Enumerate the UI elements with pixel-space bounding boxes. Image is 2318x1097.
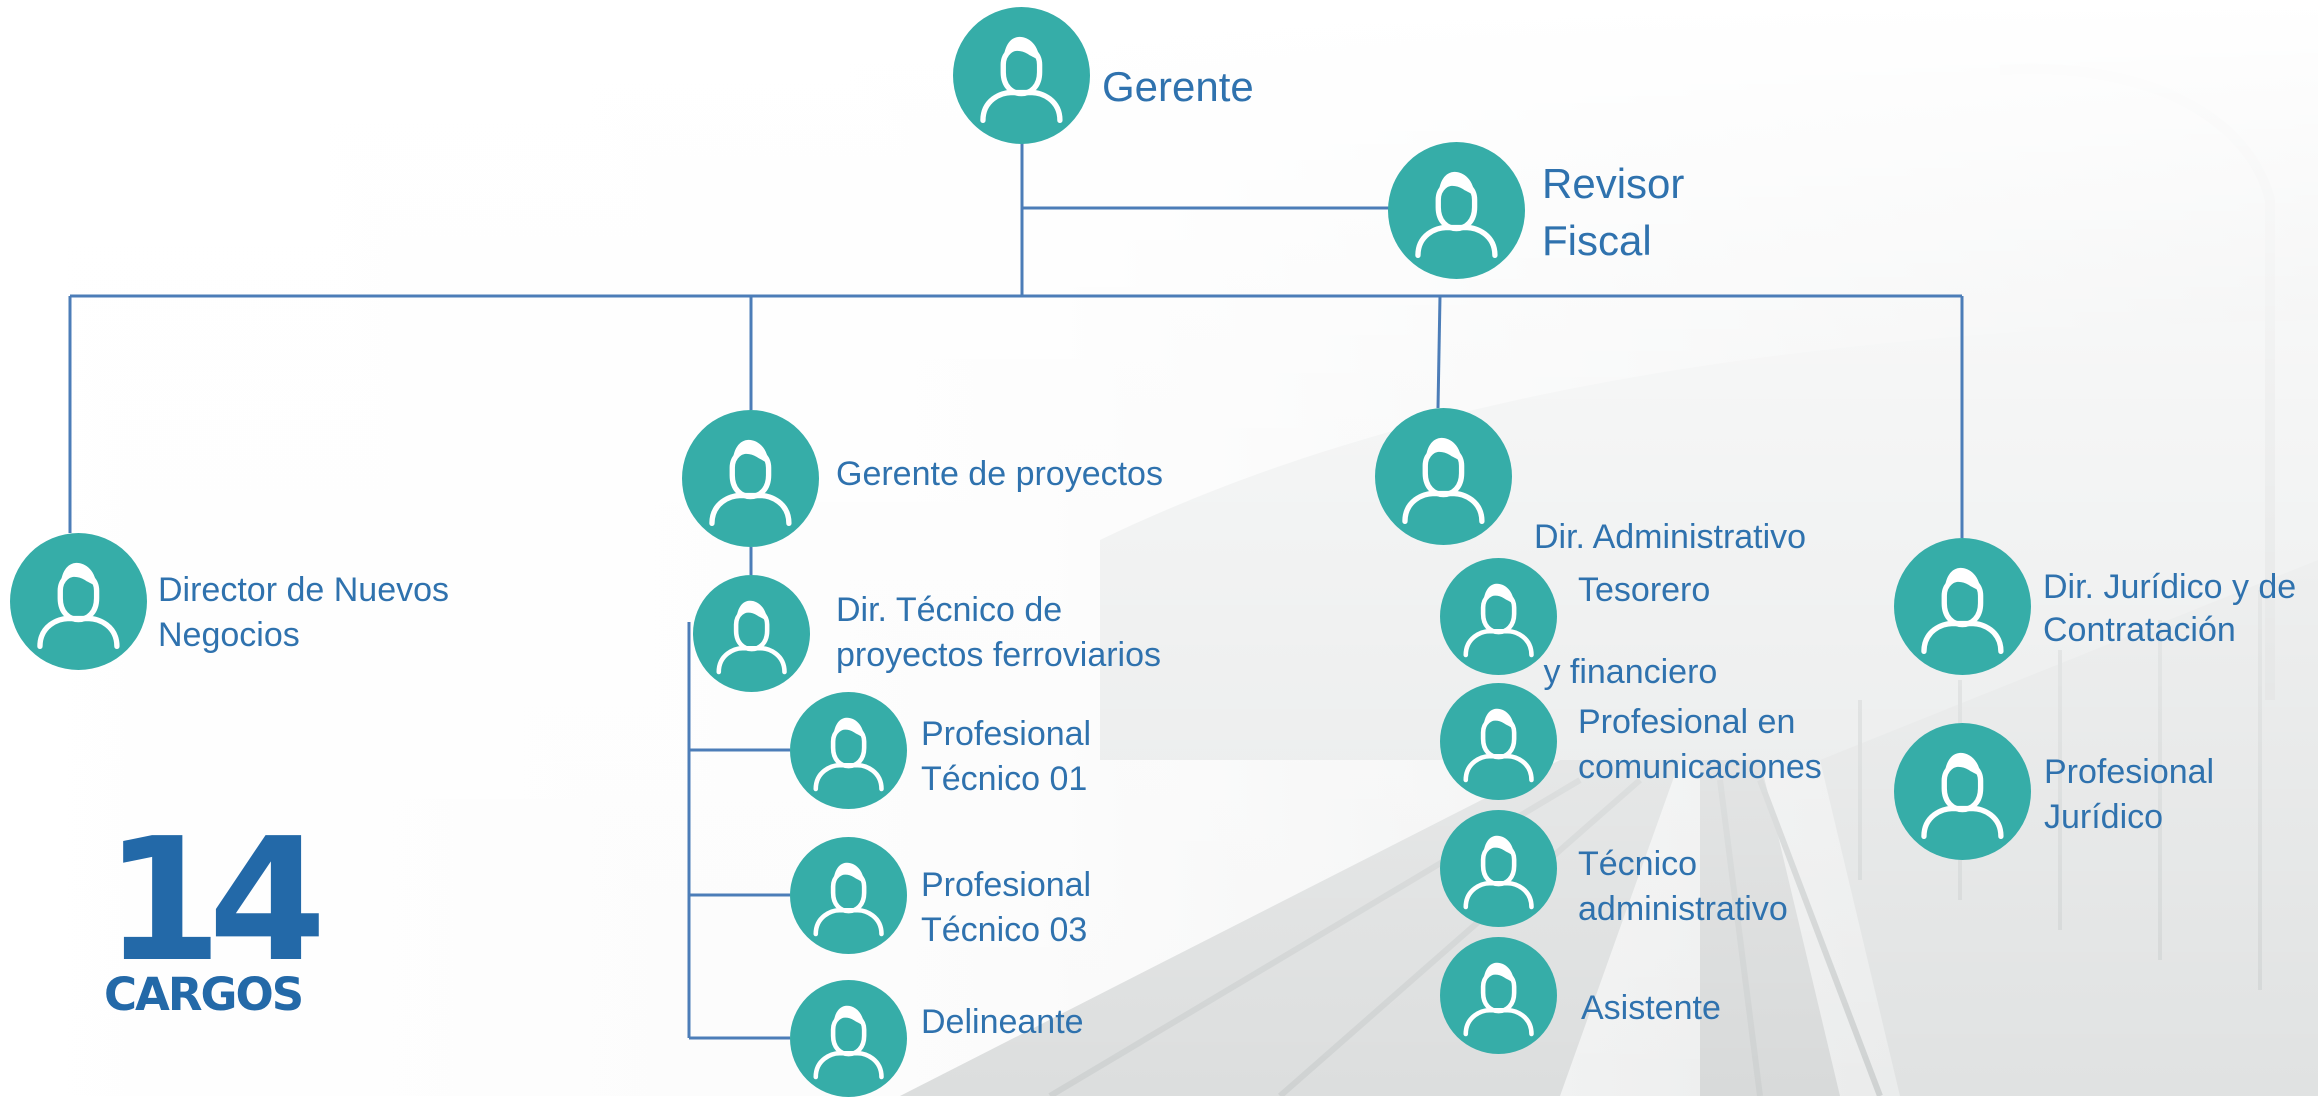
avatar-revisor-fiscal [1388,142,1525,279]
label-delineante: Delineante [921,1003,1084,1041]
label-gerente: Gerente [1102,63,1254,110]
label-dir-administrativo: Dir. Administrativo y financiero [1534,518,1807,691]
avatar-tecnico-administrativo [1440,810,1557,927]
person-icon [1463,708,1534,783]
cargos-label: CARGOS [104,968,304,1021]
label-tecnico-administrativo: Técnico administrativo [1578,845,1788,928]
avatar-asistente [1440,937,1557,1054]
person-icon [1463,835,1534,910]
person-icon [1415,171,1498,259]
person-icon [709,439,792,527]
person-icon [980,36,1063,124]
avatar-profesional-tecnico-03 [790,837,907,954]
person-icon [813,717,884,792]
avatar-dir-juridico [1894,538,2031,675]
person-icon [1921,567,2004,655]
label-gerente-proyectos: Gerente de proyectos [836,455,1163,493]
label-tesorero: Tesorero [1578,571,1711,609]
label-profesional-juridico: Profesional Jurídico [2044,753,2215,836]
cargos-count: 14 [104,802,327,1000]
label-dir-tecnico: Dir. Técnico de proyectos ferroviarios [836,591,1162,674]
person-icon [1463,962,1534,1037]
label-profesional-tecnico-01: Profesional Técnico 01 [921,715,1092,798]
person-icon [1402,437,1485,525]
person-icon [1921,752,2004,840]
avatar-tesorero [1440,558,1557,675]
avatar-gerente [953,7,1090,144]
person-icon [716,600,787,675]
avatar-profesional-juridico [1894,723,2031,860]
label-revisor-fiscal: Revisor Fiscal [1542,160,1685,264]
person-icon [37,562,120,650]
label-dir-juridico: Dir. Jurídico y de Contratación [2043,568,2297,649]
avatar-profesional-tecnico-01 [790,692,907,809]
avatar-gerente-proyectos [682,410,819,547]
avatar-profesional-comunicaciones [1440,683,1557,800]
avatar-director-nuevos-negocios [10,533,147,670]
label-asistente: Asistente [1581,989,1721,1027]
avatar-delineante [790,980,907,1097]
label-director-nuevos-negocios: Director de Nuevos Negocios [158,571,450,654]
person-icon [813,1005,884,1080]
avatar-dir-tecnico [693,575,810,692]
person-icon [1463,583,1534,658]
avatar-dir-administrativo [1375,408,1512,545]
label-profesional-comunicaciones: Profesional en comunicaciones [1578,703,1822,786]
label-profesional-tecnico-03: Profesional Técnico 03 [921,866,1092,949]
person-icon [813,862,884,937]
